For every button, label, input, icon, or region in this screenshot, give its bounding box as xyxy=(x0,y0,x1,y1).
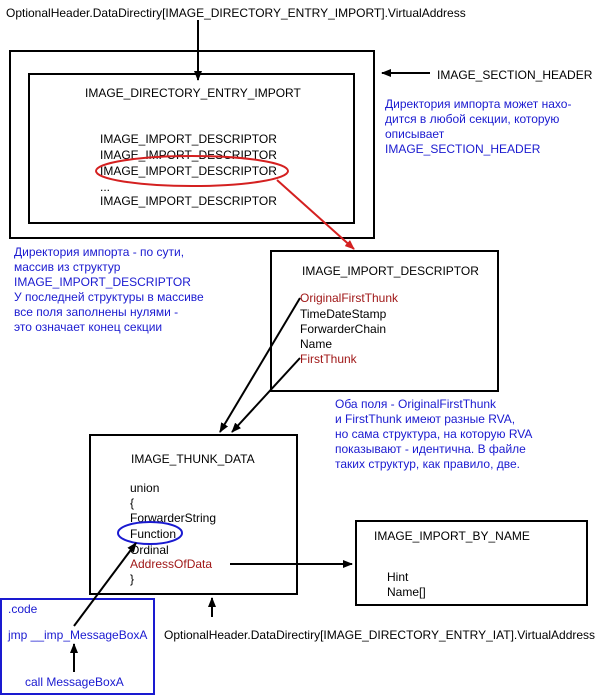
descriptor-note-line: показывают - идентична. В файле xyxy=(335,442,526,456)
thunk-address-of-data: AddressOfData xyxy=(130,557,213,571)
arrow-descriptor-detail xyxy=(276,179,355,250)
thunk-data-title: IMAGE_THUNK_DATA xyxy=(131,452,255,466)
descriptor-note-line: и FirstThunk имеют разные RVA, xyxy=(335,412,516,426)
by-name-name: Name[] xyxy=(387,585,426,599)
import-by-name-title: IMAGE_IMPORT_BY_NAME xyxy=(374,529,530,543)
field-original-first-thunk: OriginalFirstThunk xyxy=(300,291,399,305)
descriptor-note-line: Оба поля - OriginalFirstThunk xyxy=(335,397,497,411)
thunk-function: Function xyxy=(130,527,177,541)
import-dir-note-line: это означает конец секции xyxy=(14,320,163,334)
field-forwarder-chain: ForwarderChain xyxy=(300,322,387,336)
arrow-original-first-thunk xyxy=(219,297,301,433)
import-by-name-box xyxy=(355,520,588,606)
section-header-note-line: IMAGE_SECTION_HEADER xyxy=(385,142,541,156)
arrow-jmp-to-function xyxy=(73,542,137,627)
bottom-caption: OptionalHeader.DataDirectiry[IMAGE_DIREC… xyxy=(164,628,596,642)
import-dir-note-line: IMAGE_IMPORT_DESCRIPTOR xyxy=(14,275,191,289)
section-header-label: IMAGE_SECTION_HEADER xyxy=(437,68,593,82)
code-box xyxy=(0,598,155,695)
by-name-hint: Hint xyxy=(387,570,409,584)
code-section-label: .code xyxy=(8,602,38,616)
import-descriptor-title: IMAGE_IMPORT_DESCRIPTOR xyxy=(302,264,479,278)
thunk-union: union xyxy=(130,481,160,495)
code-call-instruction: call MessageBoxA xyxy=(25,675,124,689)
top-caption: OptionalHeader.DataDirectiry[IMAGE_DIREC… xyxy=(6,6,466,20)
descriptor-note-line: таких структур, как правило, две. xyxy=(335,457,521,471)
ellipsis-item: ... xyxy=(100,180,111,194)
import-dir-note-line: массив из структур xyxy=(14,260,121,274)
section-header-note-line: описывает xyxy=(385,127,445,141)
highlight-ellipse-descriptor xyxy=(95,155,289,187)
field-time-date-stamp: TimeDateStamp xyxy=(300,307,387,321)
descriptor-note-line: но сама структура, на которую RVA xyxy=(335,427,533,441)
import-dir-note-line: все поля заполнены нулями - xyxy=(14,305,179,319)
import-descriptor-item: IMAGE_IMPORT_DESCRIPTOR xyxy=(100,132,277,146)
import-directory-box xyxy=(28,73,355,224)
thunk-brace-open: { xyxy=(130,496,135,510)
field-name: Name xyxy=(300,337,333,351)
import-descriptor-box xyxy=(270,250,499,392)
thunk-ordinal: Ordinal xyxy=(130,543,169,557)
thunk-brace-close: } xyxy=(130,572,135,586)
thunk-data-box xyxy=(89,434,298,595)
import-descriptor-item-highlighted: IMAGE_IMPORT_DESCRIPTOR xyxy=(100,164,277,178)
arrow-first-thunk xyxy=(231,357,301,433)
section-header-note-line: Директория импорта может нахо- xyxy=(385,97,572,111)
highlight-ellipse-function xyxy=(117,521,183,545)
import-descriptor-item: IMAGE_IMPORT_DESCRIPTOR xyxy=(100,194,277,208)
import-dir-note-line: Директория импорта - по сути, xyxy=(14,245,185,259)
field-first-thunk: FirstThunk xyxy=(300,352,357,366)
section-header-note-line: дится в любой секции, которую xyxy=(385,112,560,126)
import-directory-title: IMAGE_DIRECTORY_ENTRY_IMPORT xyxy=(85,86,301,100)
import-dir-note-line: У последней структуры в массиве xyxy=(14,290,204,304)
section-header-box xyxy=(9,50,375,239)
code-jmp-instruction: jmp __imp_MessageBoxA xyxy=(8,628,148,642)
